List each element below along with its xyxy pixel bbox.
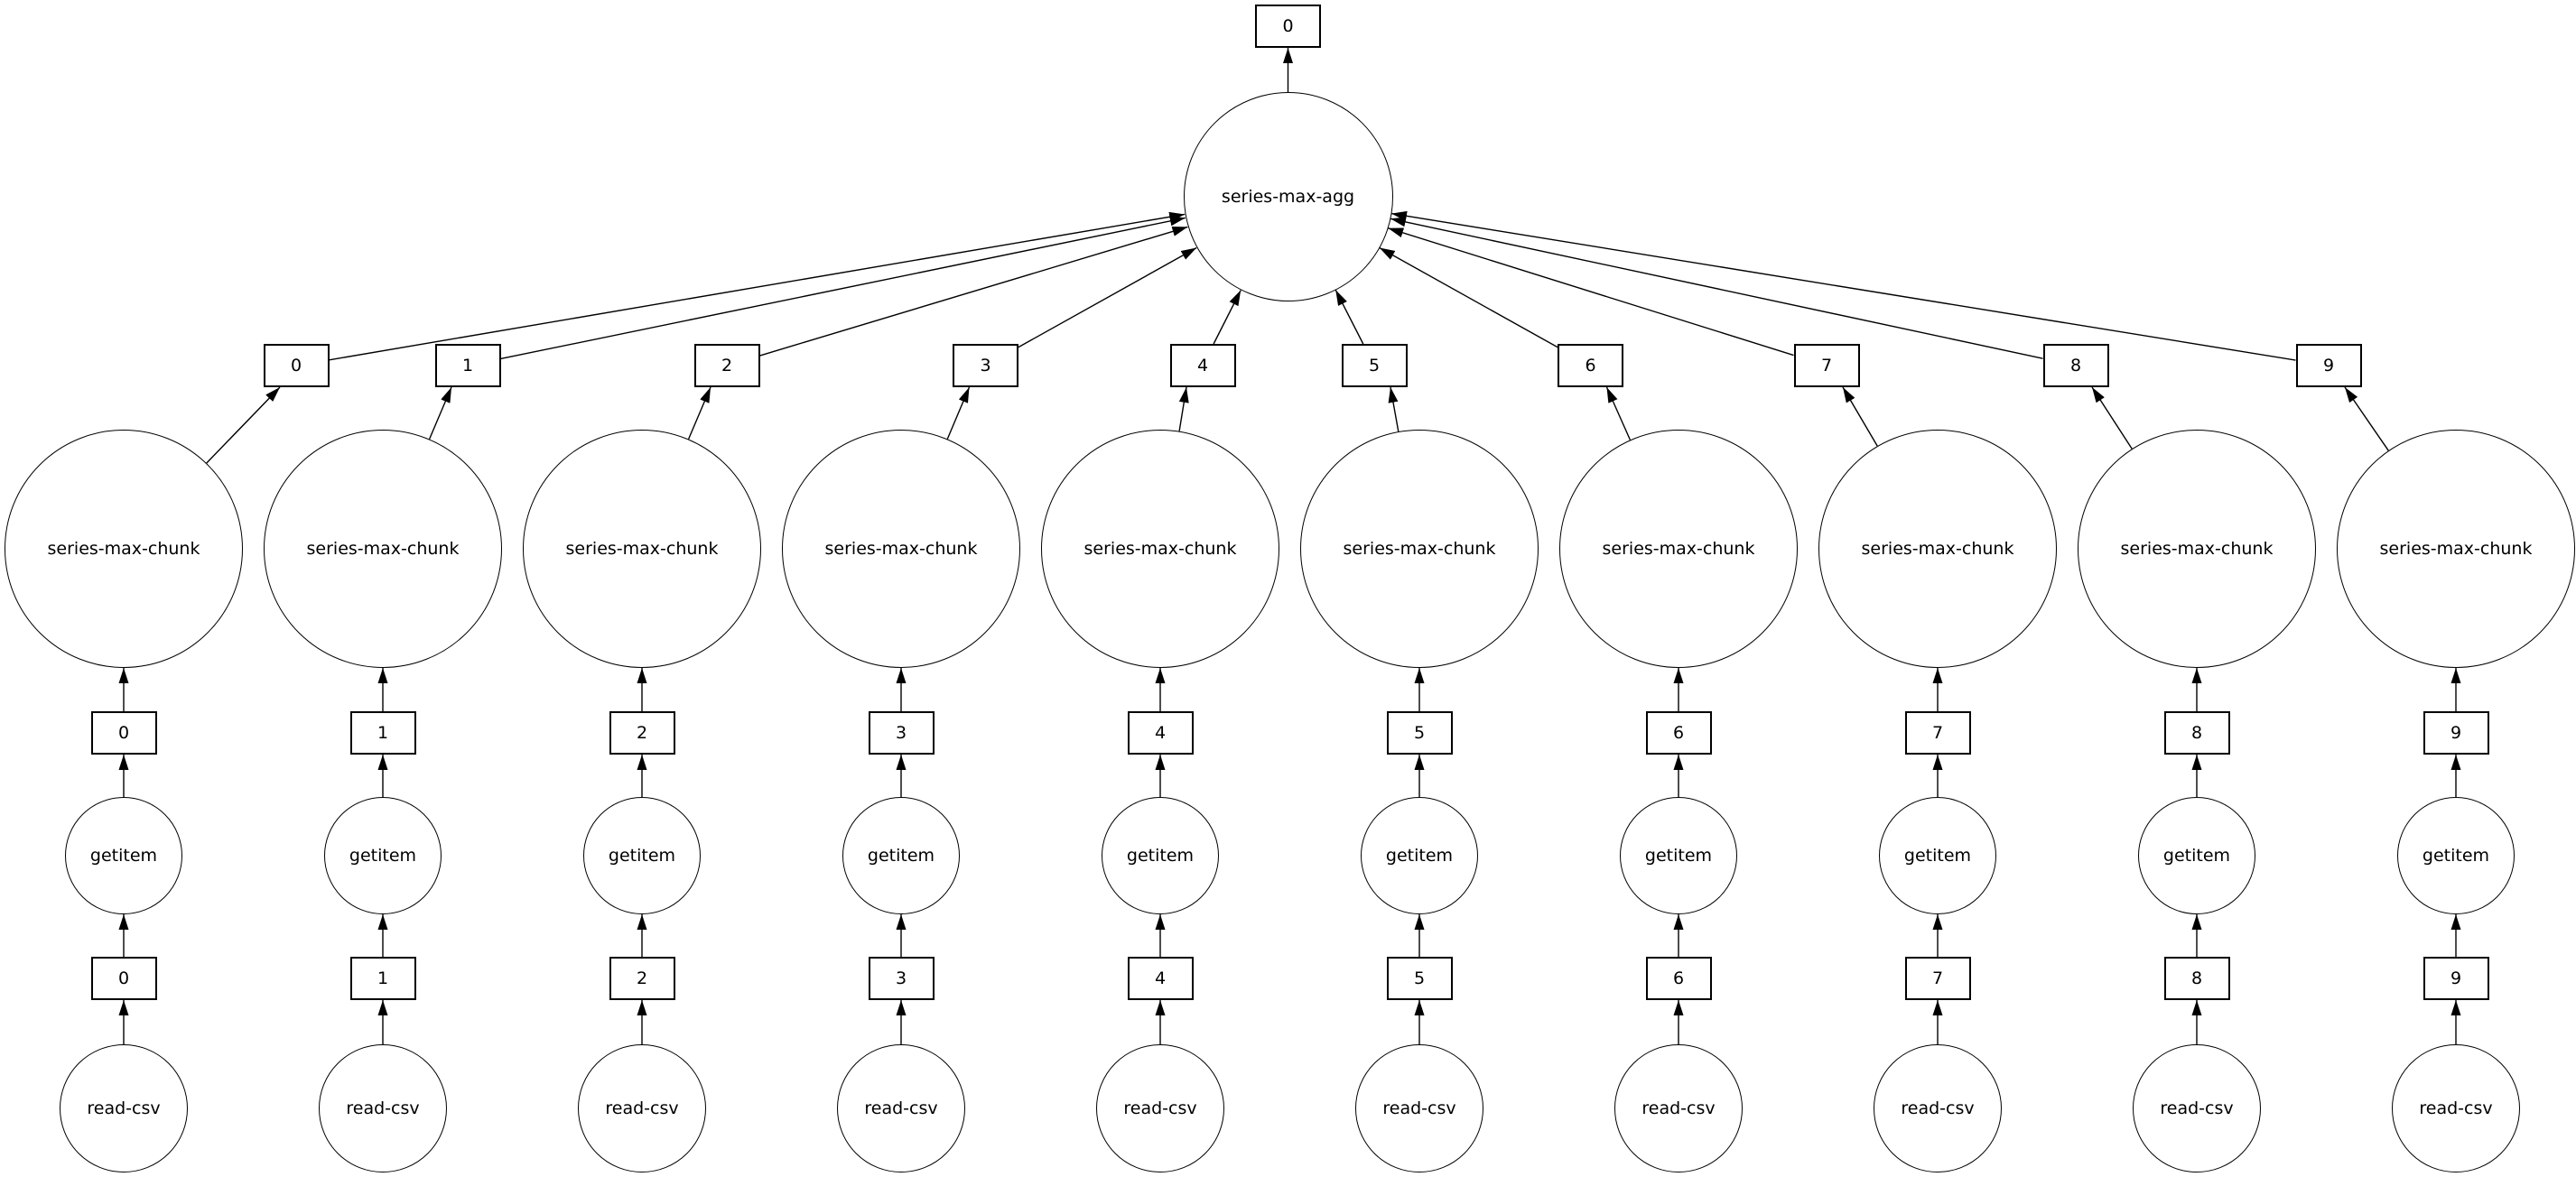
- getitem-node: getitem: [65, 797, 182, 914]
- partition-box: 8: [2163, 957, 2230, 1000]
- getitem-node: getitem: [2138, 797, 2255, 914]
- read-csv-node: read-csv: [1874, 1044, 2002, 1172]
- edge-arrow: [500, 216, 1186, 360]
- chunk-result-box: 7: [1793, 344, 1860, 387]
- edge-arrow: [1213, 290, 1242, 345]
- item-box: 7: [1904, 711, 1971, 755]
- edge-arrow: [1388, 386, 1400, 432]
- partition-box: 3: [868, 957, 935, 1000]
- item-box: 8: [2163, 711, 2230, 755]
- edge-arrow: [1390, 210, 2296, 361]
- partition-box: 1: [349, 957, 416, 1000]
- getitem-node: getitem: [2397, 797, 2515, 914]
- chunk-result-box: 6: [1558, 344, 1623, 387]
- getitem-node: getitem: [842, 797, 960, 914]
- partition-box: 7: [1904, 957, 1971, 1000]
- partition-box: 6: [1645, 957, 1712, 1000]
- agg-node: series-max-agg: [1183, 92, 1393, 301]
- edge-arrow: [2344, 386, 2389, 451]
- partition-box: 4: [1127, 957, 1194, 1000]
- getitem-node: getitem: [1361, 797, 1478, 914]
- item-box: 1: [349, 711, 416, 755]
- read-csv-node: read-csv: [578, 1044, 706, 1172]
- read-csv-node: read-csv: [1614, 1044, 1743, 1172]
- chunk-node: series-max-chunk: [1818, 430, 2057, 668]
- partition-box: 2: [609, 957, 675, 1000]
- edge-arrow: [206, 386, 281, 464]
- edge-arrow: [1390, 217, 2043, 359]
- edge-arrow: [1334, 289, 1364, 345]
- chunk-node: series-max-chunk: [523, 430, 761, 668]
- chunk-result-box: 0: [263, 344, 330, 387]
- item-box: 3: [868, 711, 935, 755]
- edge-arrow: [1178, 386, 1189, 431]
- edge-arrow: [1379, 246, 1558, 348]
- edge-arrow: [1387, 227, 1794, 357]
- chunk-result-box: 4: [1169, 344, 1236, 387]
- chunk-result-box: 9: [2295, 344, 2362, 387]
- chunk-node: series-max-chunk: [1041, 430, 1279, 668]
- partition-box: 9: [2423, 957, 2489, 1000]
- chunk-node: series-max-chunk: [782, 430, 1020, 668]
- chunk-result-box: 1: [434, 344, 501, 387]
- read-csv-node: read-csv: [319, 1044, 447, 1172]
- item-box: 0: [90, 711, 157, 755]
- item-box: 6: [1645, 711, 1712, 755]
- edge-arrow: [1842, 386, 1878, 447]
- chunk-node: series-max-chunk: [5, 430, 243, 668]
- item-box: 5: [1386, 711, 1453, 755]
- getitem-node: getitem: [1620, 797, 1737, 914]
- read-csv-node: read-csv: [1355, 1044, 1483, 1172]
- read-csv-node: read-csv: [2133, 1044, 2261, 1172]
- getitem-node: getitem: [583, 797, 701, 914]
- output-box: 0: [1255, 5, 1321, 48]
- read-csv-node: read-csv: [2392, 1044, 2520, 1172]
- chunk-node: series-max-chunk: [2078, 430, 2316, 668]
- read-csv-node: read-csv: [60, 1044, 188, 1172]
- edge-arrow: [759, 226, 1188, 357]
- item-box: 4: [1127, 711, 1194, 755]
- chunk-result-box: 5: [1341, 344, 1408, 387]
- read-csv-node: read-csv: [1096, 1044, 1224, 1172]
- edge-arrow: [1018, 246, 1197, 348]
- edge-arrow: [329, 211, 1186, 361]
- chunk-node: series-max-chunk: [2337, 430, 2575, 668]
- chunk-node: series-max-chunk: [1300, 430, 1539, 668]
- edge-arrow: [1605, 386, 1632, 440]
- partition-box: 0: [90, 957, 157, 1000]
- chunk-result-box: 8: [2042, 344, 2109, 387]
- chunk-result-box: 3: [953, 344, 1018, 387]
- getitem-node: getitem: [1879, 797, 1996, 914]
- chunk-node: series-max-chunk: [264, 430, 502, 668]
- edge-arrow: [946, 386, 971, 440]
- item-box: 2: [609, 711, 675, 755]
- edge-arrow: [2091, 386, 2133, 449]
- getitem-node: getitem: [1102, 797, 1219, 914]
- item-box: 9: [2423, 711, 2489, 755]
- edge-arrow: [428, 386, 452, 440]
- read-csv-node: read-csv: [837, 1044, 965, 1172]
- chunk-node: series-max-chunk: [1559, 430, 1798, 668]
- partition-box: 5: [1386, 957, 1453, 1000]
- chunk-result-box: 2: [693, 344, 760, 387]
- getitem-node: getitem: [324, 797, 442, 914]
- edge-arrow: [687, 386, 711, 440]
